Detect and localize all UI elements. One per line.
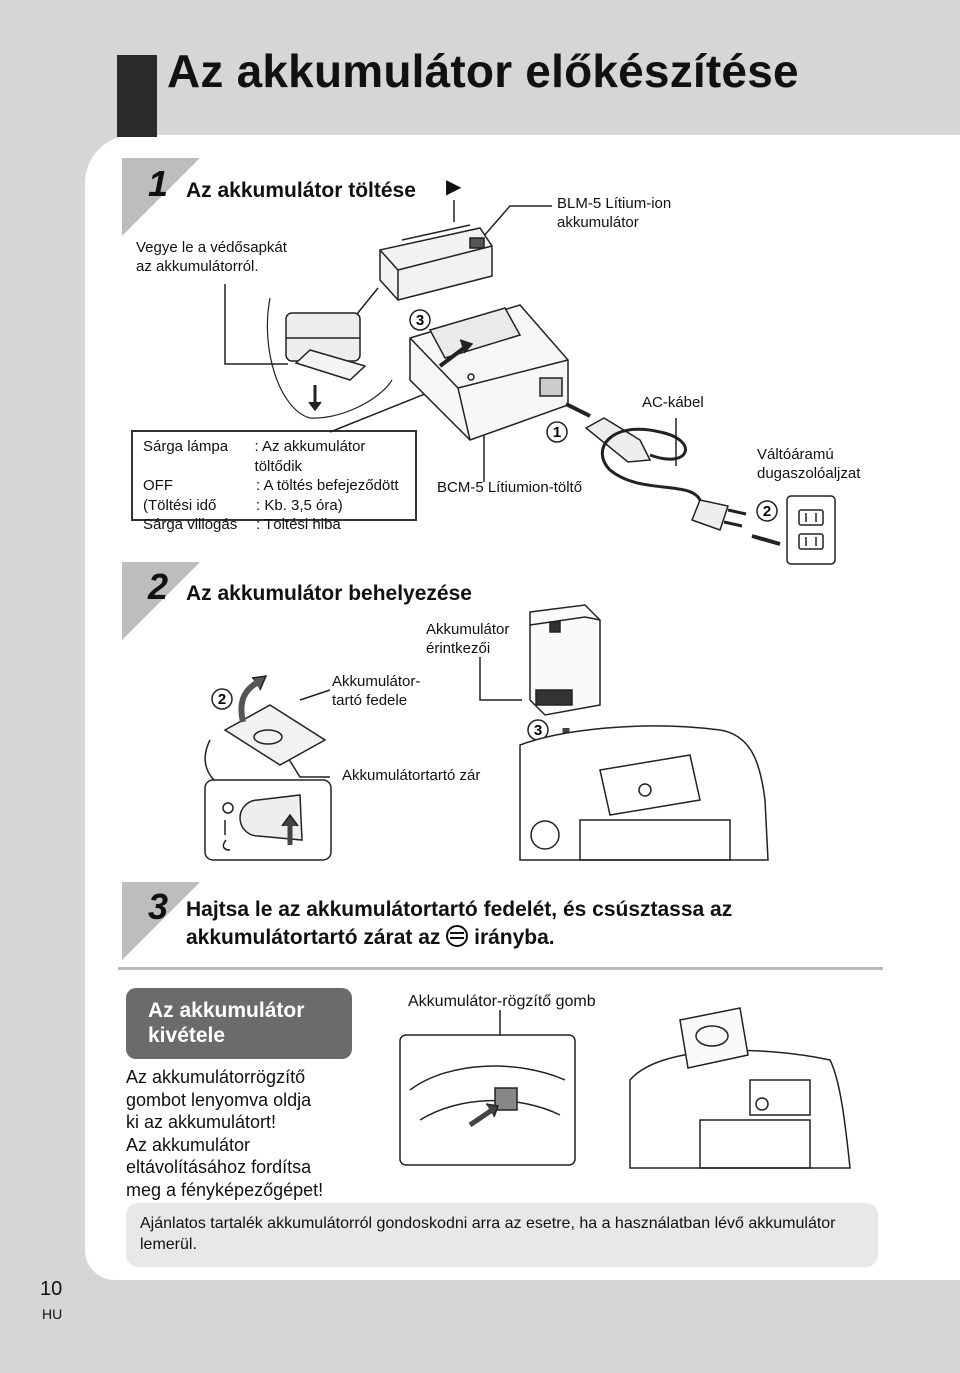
language-code: HU bbox=[42, 1306, 63, 1322]
cap-note: Vegye le a védősapkát az akkumulátorról. bbox=[136, 239, 287, 275]
step-3-line-2: akkumulátortartó zárat az irányba. bbox=[186, 925, 555, 949]
lock-label: Akkumulátortartó zár bbox=[342, 767, 481, 784]
release-button-label: Akkumulátor-rögzítő gomb bbox=[408, 993, 596, 1010]
step-2-number: 2 bbox=[148, 566, 169, 607]
section-divider bbox=[118, 967, 883, 970]
outlet-label: Váltóáramú dugaszolóaljzat bbox=[757, 446, 861, 482]
status-row: (Töltési idő: Kb. 3,5 óra) bbox=[143, 496, 343, 514]
play-arrow-icon: ▶ bbox=[446, 176, 462, 198]
contacts-label: Akkumulátor érintkezői bbox=[426, 621, 510, 657]
charge-status-box: Sárga lámpa: Az akkumulátor töltődik OFF… bbox=[131, 430, 417, 533]
step-3-line-1: Hajtsa le az akkumulátortartó fedelét, é… bbox=[186, 898, 733, 921]
lock-direction-icon bbox=[446, 925, 469, 947]
status-row: Sárga lámpa: Az akkumulátor töltődik bbox=[143, 438, 366, 475]
cover-label: Akkumulátor- tartó fedele bbox=[332, 673, 421, 709]
step-1-title: Az akkumulátor töltése bbox=[186, 179, 416, 202]
page-title: Az akkumulátor előkészítése bbox=[167, 45, 799, 97]
removal-heading: Az akkumulátor kivétele bbox=[126, 988, 352, 1059]
title-accent-bar bbox=[117, 55, 157, 137]
battery-label: BLM-5 Lítium-ion akkumulátor bbox=[557, 195, 672, 231]
status-row: Sárga villogás: Töltési hiba bbox=[143, 516, 341, 533]
step-3-corner bbox=[122, 882, 200, 960]
removal-instructions: Az akkumulátorrögzítő gombot lenyomva ol… bbox=[126, 1067, 324, 1200]
step-1-number: 1 bbox=[148, 163, 169, 204]
page-number: 10 bbox=[40, 1278, 63, 1300]
ac-cable-label: AC-kábel bbox=[642, 394, 704, 411]
step-1-corner bbox=[122, 158, 200, 236]
status-row: OFF: A töltés befejeződött bbox=[143, 477, 399, 494]
step-2-corner bbox=[122, 562, 200, 640]
spare-battery-note: Ajánlatos tartalék akkumulátorról gondos… bbox=[126, 1203, 878, 1267]
step-2-title: Az akkumulátor behelyezése bbox=[186, 582, 472, 605]
step-3-number: 3 bbox=[148, 886, 169, 927]
charger-label: BCM-5 Lítiumion-töltő bbox=[437, 479, 583, 496]
